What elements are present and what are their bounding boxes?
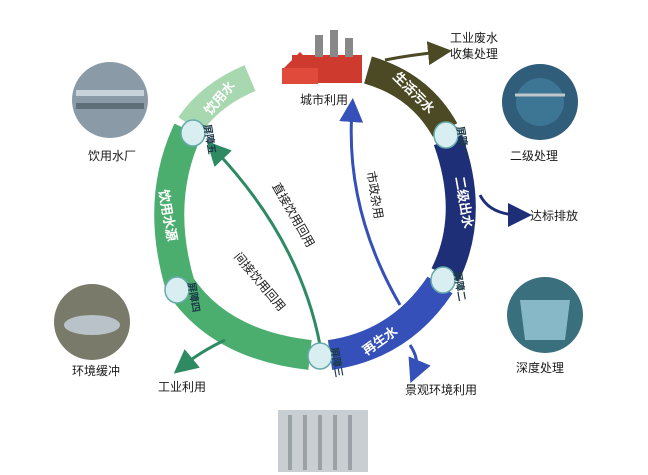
label-discharge: 达标排放	[530, 208, 578, 223]
label-direct-potable: 直接饮用回用	[269, 180, 318, 250]
arrow-landscape	[408, 344, 431, 384]
membrane-equipment-image	[278, 410, 368, 472]
arc-reclaimed-water	[327, 276, 453, 370]
arrow-direct-potable	[206, 141, 322, 346]
secondary-treatment-image	[502, 64, 578, 140]
label-industrial-wastewater: 工业废水 收集处理	[450, 30, 502, 61]
arc-secondary-effluent	[431, 134, 476, 282]
label-drinking-plant: 饮用水厂	[88, 149, 136, 163]
svg-text:屏障五: 屏障五	[201, 122, 219, 155]
drinking-plant-image	[72, 62, 148, 138]
arrow-industrial-wastewater	[384, 41, 452, 66]
factory-icon	[282, 30, 362, 84]
label-city-use: 城市利用	[300, 92, 348, 107]
barrier-node-1: 屏障一	[433, 121, 472, 157]
arrow-municipal	[339, 98, 402, 306]
label-municipal: 市政杂用	[364, 170, 387, 220]
label-deep-treatment: 深度处理	[516, 360, 564, 375]
arrow-industrial-use	[173, 338, 226, 374]
deep-treatment-image	[507, 277, 583, 353]
label-industrial-use: 工业利用	[158, 380, 206, 394]
arrow-discharge	[478, 194, 532, 227]
svg-text:屏障二: 屏障二	[451, 269, 469, 302]
label-secondary-treatment: 二级处理	[510, 149, 558, 163]
arc-domestic-sewage	[363, 56, 458, 138]
label-landscape-use: 景观环境利用	[405, 382, 477, 397]
label-env-buffer: 环境缓冲	[72, 363, 120, 378]
env-buffer-image	[54, 284, 130, 360]
label-indirect-potable: 间接饮用回用	[231, 249, 289, 314]
arc-drinking-source	[154, 123, 312, 370]
